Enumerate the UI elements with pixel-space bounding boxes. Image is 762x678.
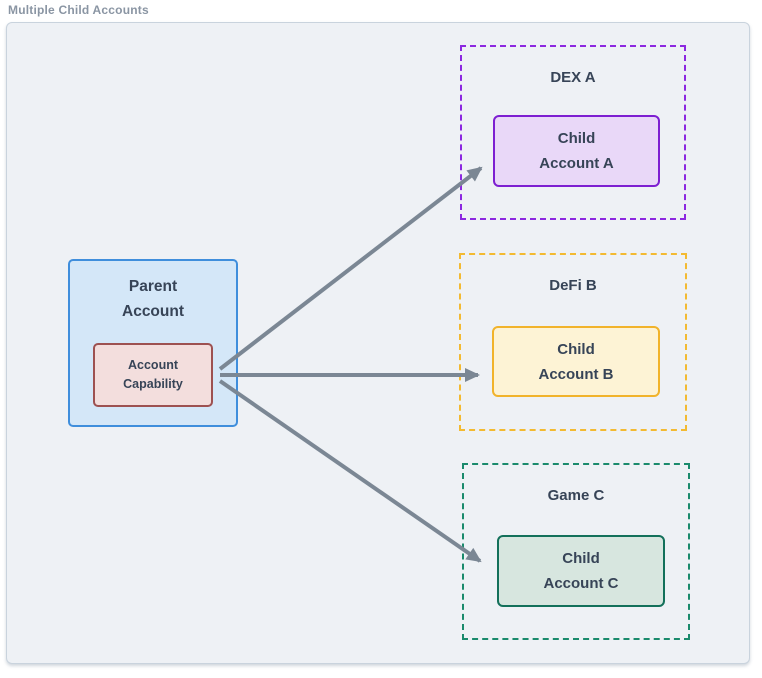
group-defi-b-label: DeFi B (549, 277, 597, 294)
diagram-title: Multiple Child Accounts (8, 3, 149, 17)
account-capability-node: Account Capability (93, 343, 213, 407)
parent-label-line1: Parent (128, 278, 178, 295)
child-a-label-line1: Child (557, 130, 596, 147)
group-game-c: Game C Child Account C (462, 463, 690, 640)
group-defi-b: DeFi B Child Account B (459, 253, 687, 431)
capability-label-line2: Capability (123, 377, 183, 391)
parent-label-line2: Account (122, 303, 184, 320)
capability-label-line1: Account (128, 358, 178, 372)
child-account-c-node: Child Account C (497, 535, 665, 607)
group-game-c-label: Game C (547, 487, 605, 504)
child-c-label-line1: Child (562, 550, 600, 567)
child-account-b-node: Child Account B (492, 326, 660, 397)
parent-account-label: Parent Account (70, 274, 236, 324)
group-dex-a: DEX A Child Account A (460, 45, 686, 220)
child-a-label-line2: Account A (539, 155, 614, 172)
group-dex-a-label: DEX A (550, 69, 596, 86)
child-account-a-node: Child Account A (493, 115, 660, 187)
child-c-label-line2: Account C (543, 575, 619, 592)
child-b-label-line2: Account B (538, 365, 614, 383)
child-b-label-line1: Child (557, 340, 595, 358)
